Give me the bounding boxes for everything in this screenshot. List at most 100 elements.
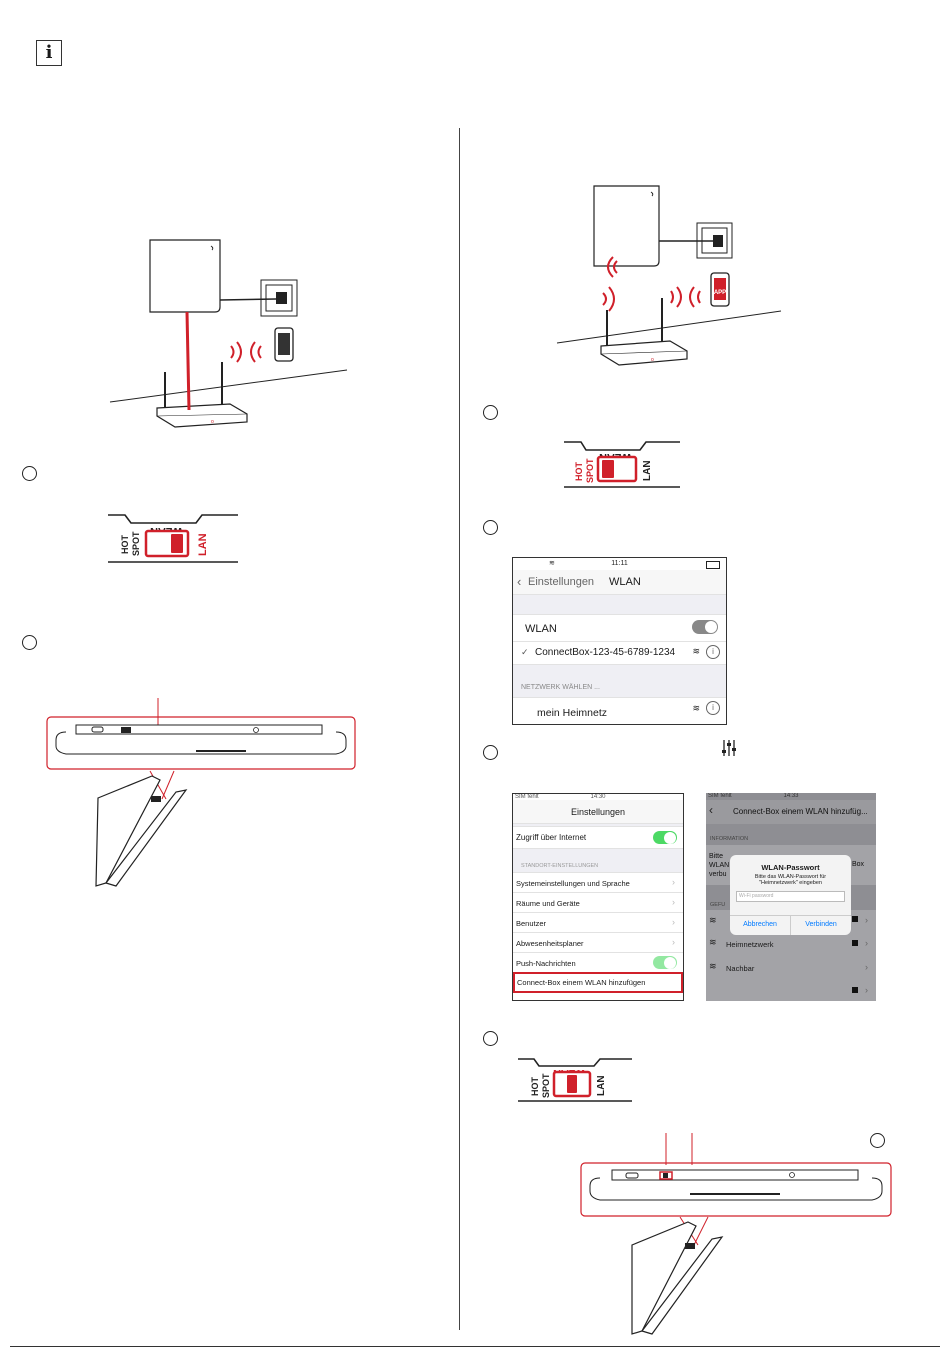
- chevron-right-icon: ›: [672, 917, 675, 927]
- wifi-signal-icon: ≋: [692, 646, 700, 656]
- info-text: Bitte: [709, 853, 724, 860]
- chevron-right-icon: ›: [865, 962, 868, 972]
- back-chevron-icon[interactable]: ‹: [709, 803, 713, 817]
- network-item[interactable]: ≋ Heimnetzwerk ›: [706, 932, 876, 957]
- status-time: 14:33: [783, 793, 799, 799]
- switch-hot-label: HOT: [574, 462, 584, 482]
- info-circle-icon[interactable]: i: [706, 701, 720, 715]
- settings-item-label: Abwesenheitsplaner: [516, 939, 584, 948]
- app-settings-screen: SIM fehlt 14:30 Einstellungen Zugriff üb…: [512, 793, 684, 1001]
- push-toggle[interactable]: [653, 956, 677, 969]
- connect-button[interactable]: Verbinden: [805, 921, 837, 928]
- switch-lan-position: WLAN HOT SPOT LAN: [108, 514, 238, 563]
- step-marker-r4: [483, 1031, 498, 1046]
- switch-spot-label: SPOT: [131, 531, 141, 556]
- column-divider: [459, 128, 460, 1330]
- network-item[interactable]: mein Heimnetz: [537, 707, 608, 719]
- connected-network[interactable]: ConnectBox-123-45-6789-1234: [535, 647, 676, 658]
- info-text: WLAN: [709, 862, 730, 869]
- chevron-right-icon: ›: [865, 938, 868, 948]
- dialog-text: Bitte das WLAN-Passwort für: [754, 874, 827, 880]
- info-text: verbu: [709, 871, 727, 878]
- switch-wlan-position: WLAN HOT SPOT LAN: [518, 1058, 632, 1102]
- switch-hot-label: HOT: [120, 535, 130, 555]
- section-header: NETZWERK WÄHLEN ...: [521, 684, 600, 691]
- settings-sliders-icon: [722, 740, 736, 756]
- battery-icon: [706, 561, 720, 569]
- svg-text:o: o: [211, 419, 214, 425]
- status-bar: 11:11 ≋: [513, 558, 726, 570]
- internet-access-label: Zugriff über Internet: [516, 833, 587, 842]
- svg-text:o: o: [651, 357, 654, 363]
- settings-item-label: Benutzer: [516, 919, 547, 928]
- settings-item-label: Räume und Geräte: [516, 899, 580, 908]
- internet-access-toggle[interactable]: [653, 831, 677, 844]
- screen-title: Einstellungen: [570, 807, 626, 817]
- info-circle-icon[interactable]: i: [706, 645, 720, 659]
- switch-spot-label: SPOT: [541, 1073, 551, 1098]
- add-wlan-item[interactable]: Connect-Box einem WLAN hinzufügen: [513, 972, 683, 993]
- switch-lan-label: LAN: [197, 533, 209, 556]
- wlan-label: WLAN: [525, 623, 557, 635]
- lock-icon: [852, 940, 858, 946]
- settings-item-label: Systemeinstellungen und Sprache: [516, 879, 630, 888]
- password-input[interactable]: Wi-Fi password: [736, 891, 845, 902]
- status-time: 14:30: [590, 794, 606, 800]
- switch-hotspot-position: WLAN HOT SPOT LAN: [564, 441, 680, 488]
- section-header: GEFU: [710, 902, 726, 908]
- app-badge: APP: [714, 290, 726, 296]
- lock-icon: [852, 987, 858, 993]
- carrier-label: SIM fehlt: [515, 794, 539, 800]
- dialog-title: WLAN-Passwort: [761, 863, 820, 872]
- wlan-settings-screen: 11:11 ≋ ‹ Einstellungen WLAN WLAN ✓ Conn…: [512, 557, 727, 725]
- switch-hot-label: HOT: [530, 1077, 540, 1097]
- wlan-toggle[interactable]: [692, 620, 718, 634]
- step-marker-r2: [483, 520, 498, 535]
- settings-item-label: Push-Nachrichten: [516, 959, 576, 968]
- settings-item[interactable]: Push-Nachrichten: [513, 953, 683, 973]
- wifi-signal-icon: ≋: [709, 937, 717, 947]
- tablet-switch-detail-right: [580, 1133, 892, 1335]
- step-marker-r3: [483, 745, 498, 760]
- tablet-switch-detail: [46, 698, 356, 887]
- back-chevron-icon[interactable]: ‹: [517, 574, 522, 589]
- network-item[interactable]: ≋ Nachbar ›: [706, 956, 876, 981]
- carrier-label: SIM fehlt: [708, 793, 732, 799]
- info-text: Box: [851, 861, 864, 868]
- info-icon: i: [36, 40, 62, 66]
- chevron-right-icon: ›: [672, 897, 675, 907]
- step-marker-2: [22, 635, 37, 650]
- cancel-button[interactable]: Abbrechen: [743, 921, 777, 928]
- step-marker-r1: [483, 405, 498, 420]
- settings-item[interactable]: Benutzer ›: [513, 913, 683, 933]
- step-marker-r5: [870, 1133, 885, 1148]
- switch-lan-label: LAN: [596, 1075, 607, 1096]
- chevron-right-icon: ›: [865, 915, 868, 925]
- status-time: 11:11: [611, 560, 628, 567]
- dialog-text: "Heimnetzwerk" eingeben: [759, 880, 822, 886]
- lan-connection-illustration: o: [109, 239, 348, 428]
- switch-lan-label: LAN: [642, 460, 653, 481]
- chevron-right-icon: ›: [865, 985, 868, 995]
- chevron-right-icon: ›: [672, 937, 675, 947]
- settings-item[interactable]: Abwesenheitsplaner ›: [513, 933, 683, 953]
- wifi-signal-icon: ≋: [709, 915, 717, 925]
- chevron-right-icon: ›: [672, 877, 675, 887]
- wifi-signal-icon: ≋: [709, 961, 717, 971]
- settings-item[interactable]: Räume und Geräte ›: [513, 893, 683, 913]
- screen-title: Connect-Box einem WLAN hinzufüg...: [733, 807, 868, 816]
- wifi-signal-icon: ≋: [692, 703, 700, 713]
- back-button[interactable]: Einstellungen: [528, 576, 595, 588]
- settings-item[interactable]: Systemeinstellungen und Sprache ›: [513, 873, 683, 893]
- checkmark-icon: ✓: [521, 647, 529, 657]
- wlan-password-screen: SIM fehlt 14:33 ‹ Connect-Box einem WLAN…: [706, 793, 876, 1001]
- section-header: STANDORT-EINSTELLUNGEN: [521, 863, 599, 869]
- switch-spot-label: SPOT: [585, 458, 595, 483]
- network-label: Nachbar: [726, 964, 755, 973]
- step-marker-1: [22, 466, 37, 481]
- password-dialog: WLAN-Passwort Bitte das WLAN-Passwort fü…: [730, 855, 851, 935]
- wlan-connection-illustration: APP o: [556, 185, 782, 366]
- settings-item-label: Connect-Box einem WLAN hinzufügen: [517, 978, 646, 987]
- page-bottom-rule: [10, 1346, 940, 1347]
- network-label: Heimnetzwerk: [726, 940, 774, 949]
